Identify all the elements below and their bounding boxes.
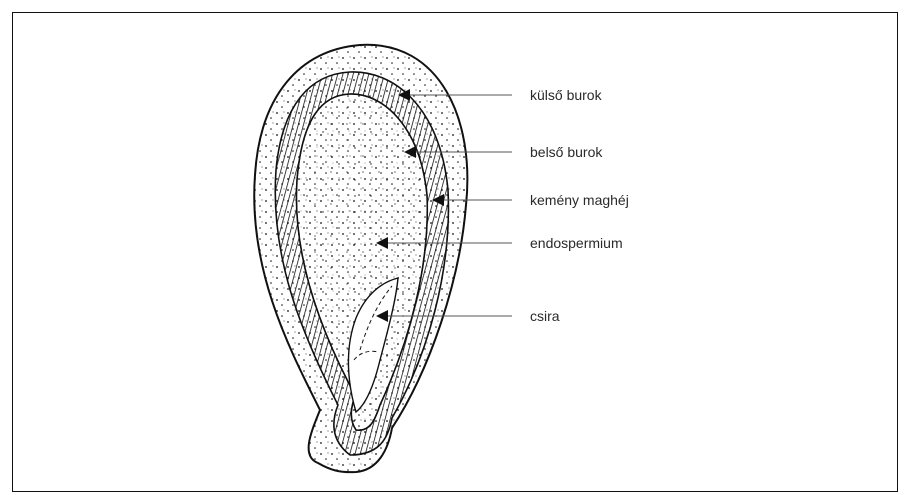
label-endosperm: endospermium [530,235,623,251]
label-inner-coat: belső burok [530,144,603,160]
label-hard-seed-coat: kemény maghéj [530,192,629,208]
label-outer-coat: külső burok [530,87,603,103]
label-embryo: csira [530,308,560,324]
